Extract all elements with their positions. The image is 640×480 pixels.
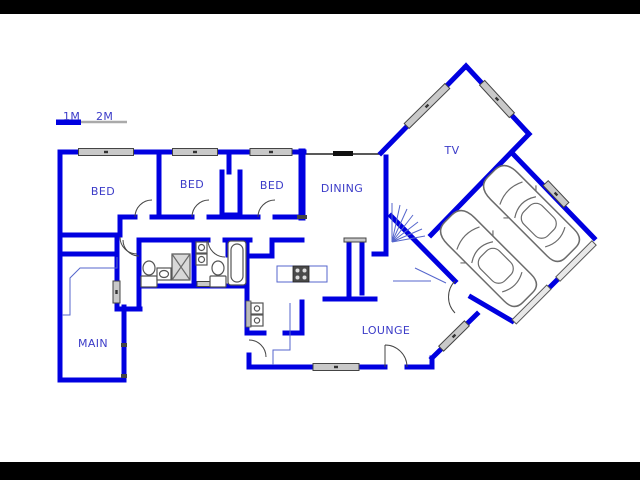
vanity-icon: [195, 241, 208, 266]
window-icon: [478, 79, 516, 119]
fixtures: [140, 240, 328, 328]
interior-lines: [62, 257, 291, 365]
garage-door-icon: [511, 284, 552, 325]
window-icon: [438, 320, 470, 352]
porch-window-icon: [333, 151, 353, 156]
room-label-bed-1: BED: [91, 185, 115, 198]
door-arc-icon: [191, 199, 210, 218]
stairs-icon: [391, 203, 447, 284]
window-icon: [542, 180, 570, 208]
garage-door-icon: [555, 240, 597, 282]
door-arc-icon: [248, 339, 267, 358]
windows: [78, 79, 597, 371]
room-label-bed-2: BED: [180, 178, 204, 191]
letterbox-top: [0, 0, 640, 14]
lintel-icon: [343, 237, 367, 243]
door-arc-icon: [134, 199, 153, 218]
window-icon: [249, 148, 293, 156]
door-arc-icon: [119, 236, 138, 255]
window-icon: [112, 280, 121, 304]
room-label-main: MAIN: [78, 337, 108, 350]
washer-dryer-icon: [245, 300, 264, 328]
stove-icon: [292, 265, 310, 283]
toilet-icon: [140, 260, 158, 288]
bathtub-icon: [227, 240, 247, 286]
shower-icon: [171, 253, 191, 281]
window-icon: [403, 82, 451, 130]
door-arc-icon: [257, 199, 276, 218]
scale-label-2m: 2M: [96, 110, 113, 123]
door-arc-icon: [207, 239, 226, 258]
room-label-lounge: LOUNGE: [362, 324, 411, 337]
letterbox-bottom: [0, 462, 640, 480]
door-arc-icon: [122, 239, 140, 257]
door-arc-icon: [448, 280, 456, 314]
room-labels: BED BED BED DINING TV MAIN LOUNGE: [78, 144, 459, 350]
scale-bar-1m: [56, 119, 81, 125]
window-icon: [172, 148, 218, 156]
sink-icon: [156, 267, 172, 281]
room-label-dining: DINING: [321, 182, 363, 195]
toilet-icon: [209, 260, 227, 288]
room-label-tv: TV: [443, 144, 459, 157]
window-icon: [78, 148, 134, 156]
scale-bar: 1M 2M: [56, 110, 127, 125]
wall-ticks: [121, 215, 307, 378]
window-icon: [312, 363, 360, 371]
room-label-bed-3: BED: [260, 179, 284, 192]
door-arcs: [119, 199, 456, 368]
porch-wall: [304, 151, 381, 156]
door-arc-icon: [384, 344, 408, 368]
kitchen-island: [276, 265, 328, 283]
scale-label-1m: 1M: [63, 110, 80, 123]
